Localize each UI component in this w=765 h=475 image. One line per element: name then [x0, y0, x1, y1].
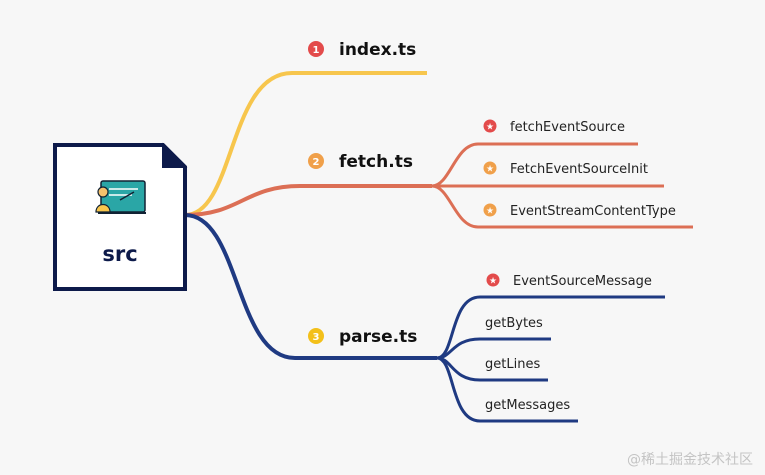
parse-child-4-label: getMessages [485, 398, 570, 413]
branch-index[interactable]: 1 index.ts [308, 40, 416, 60]
star-icon: ★ [486, 123, 494, 133]
star-icon: ★ [486, 165, 494, 175]
parse-child-3[interactable]: getLines [485, 357, 540, 372]
number-badge-2-text: 2 [313, 157, 320, 168]
connector-parse-child-1 [436, 295, 665, 360]
star-badge-icon [483, 161, 497, 175]
connector-fetch-child-3 [431, 184, 693, 229]
number-badge-1-text: 1 [313, 45, 320, 56]
document-fold [162, 142, 188, 168]
star-badge-icon [483, 203, 497, 217]
branch-fetch[interactable]: 2 fetch.ts [308, 152, 413, 172]
parse-child-4[interactable]: getMessages [485, 398, 570, 413]
parse-child-2[interactable]: getBytes [485, 316, 543, 331]
fetch-child-3-label: EventStreamContentType [510, 204, 676, 219]
number-badge-1 [308, 41, 324, 57]
document-shape [53, 143, 187, 291]
number-badge-2 [308, 153, 324, 169]
root-label: src [102, 242, 137, 266]
teacher-board-icon [95, 180, 146, 214]
branch-parse-label: parse.ts [339, 327, 417, 347]
branch-index-label: index.ts [339, 40, 416, 60]
parse-child-1-label: EventSourceMessage [513, 274, 652, 289]
branch-fetch-label: fetch.ts [339, 152, 413, 172]
fetch-child-2[interactable]: ★ FetchEventSourceInit [483, 161, 648, 178]
connector-parse-child-4 [436, 356, 578, 423]
branch-parse[interactable]: 3 parse.ts [308, 327, 417, 347]
connector-index [184, 71, 427, 217]
star-badge-icon [486, 273, 500, 287]
connector-fetch [184, 184, 432, 217]
connector-parse-child-2 [436, 337, 551, 360]
fetch-child-3[interactable]: ★ EventStreamContentType [483, 203, 676, 220]
parse-child-3-label: getLines [485, 357, 540, 372]
star-icon: ★ [489, 277, 497, 287]
connector-fetch-child-1 [431, 142, 638, 188]
number-badge-3 [308, 328, 324, 344]
connector-parse [184, 213, 437, 360]
fetch-child-2-label: FetchEventSourceInit [510, 162, 648, 177]
root-node[interactable]: src [53, 142, 188, 291]
parse-child-2-label: getBytes [485, 316, 543, 331]
star-icon: ★ [486, 207, 494, 217]
watermark: @稀土掘金技术社区 [627, 452, 753, 468]
fetch-child-1[interactable]: ★ fetchEventSource [483, 119, 625, 136]
fetch-child-1-label: fetchEventSource [510, 120, 625, 135]
number-badge-3-text: 3 [313, 332, 320, 343]
star-badge-icon [483, 119, 497, 133]
parse-child-1[interactable]: ★ EventSourceMessage [486, 273, 652, 290]
